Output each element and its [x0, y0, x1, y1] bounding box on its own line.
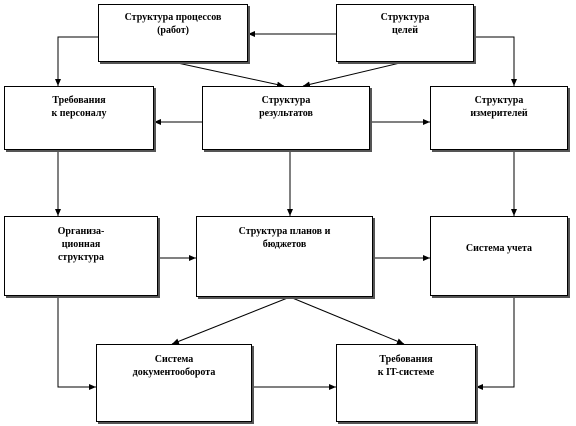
arrow-processes-to-results [172, 61, 285, 88]
box-document-flow-system: Система документооборота [96, 344, 252, 422]
box-result-structure: Структура результатов [202, 86, 370, 150]
box-document-flow-system-label: Система документооборота [132, 354, 216, 378]
box-plan-budget-structure: Структура планов и бюджетов [196, 216, 373, 297]
arrow-plans-to-docflow [171, 296, 291, 345]
box-process-structure-label: Структура процессов (работ) [124, 12, 222, 36]
box-goal-structure-label: Структура целей [380, 12, 430, 36]
box-staff-requirements-label: Требования к персоналу [51, 95, 107, 119]
box-metric-structure-label: Структура измерителей [470, 95, 528, 119]
box-plan-budget-structure-label: Структура планов и бюджетов [238, 226, 331, 250]
box-it-requirements: Требования к IT-системе [336, 344, 476, 422]
box-accounting-system: Система учета [430, 216, 568, 296]
box-it-requirements-label: Требования к IT-системе [377, 354, 435, 378]
box-org-structure: Организа- ционная структура [4, 216, 158, 296]
box-goal-structure: Структура целей [336, 4, 474, 62]
box-accounting-system-label: Система учета [465, 243, 533, 254]
arrow-goals-to-metrics [474, 36, 517, 86]
box-staff-requirements: Требования к персоналу [4, 86, 154, 150]
box-result-structure-label: Структура результатов [259, 95, 313, 119]
arrow-org-to-docflow [57, 296, 96, 390]
arrow-goals-to-results [302, 61, 405, 88]
arrow-plans-to-it [289, 296, 405, 345]
box-metric-structure: Структура измерителей [430, 86, 568, 150]
box-process-structure: Структура процессов (работ) [98, 4, 248, 62]
arrow-processes-to-staff [55, 36, 98, 86]
box-org-structure-label: Организа- ционная структура [57, 226, 105, 263]
arrow-accounting-to-it [476, 296, 515, 390]
